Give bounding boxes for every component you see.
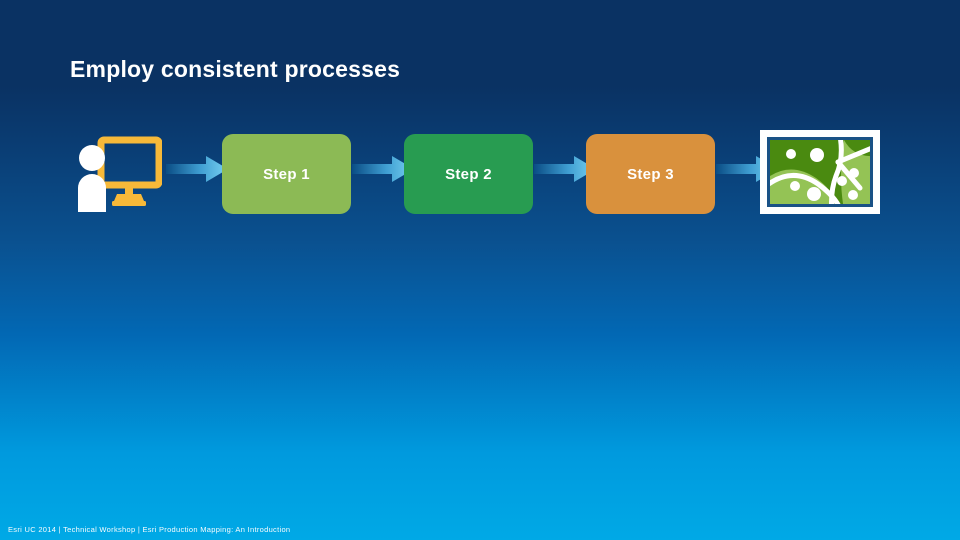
step-box-1[interactable]: Step 1 xyxy=(222,134,351,214)
step-label-1: Step 1 xyxy=(263,165,310,183)
flow-arrow-3-icon xyxy=(534,156,596,182)
footer-text: Esri UC 2014 | Technical Workshop | Esri… xyxy=(8,525,291,534)
step-box-3[interactable]: Step 3 xyxy=(586,134,715,214)
map-thumbnail-icon xyxy=(760,130,880,214)
step-label-3: Step 3 xyxy=(627,165,674,183)
flow-arrow-1-icon xyxy=(166,156,228,182)
flow-arrow-2-icon xyxy=(352,156,414,182)
process-flow-diagram: Step 1 Step 2 xyxy=(0,126,960,218)
page-title: Employ consistent processes xyxy=(70,56,401,82)
user-at-computer-icon xyxy=(70,134,162,212)
step-label-2: Step 2 xyxy=(445,165,492,183)
map-thumbnail-inner xyxy=(767,137,873,207)
step-box-2[interactable]: Step 2 xyxy=(404,134,533,214)
